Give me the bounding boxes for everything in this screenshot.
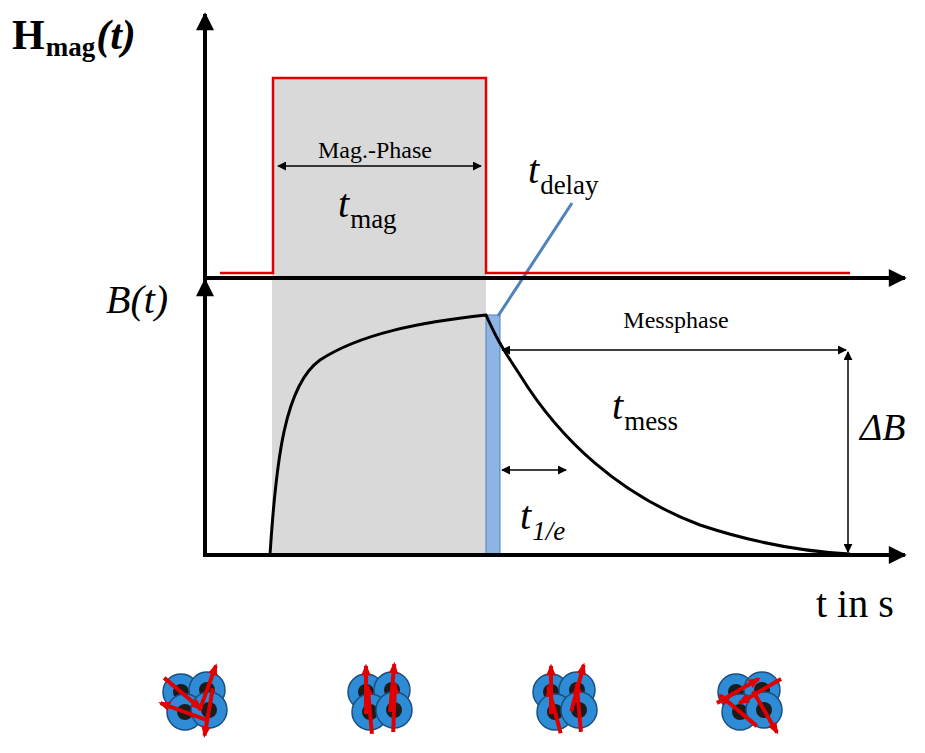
t1e-dimension (502, 469, 566, 471)
b-axis-horizontal (203, 553, 905, 557)
tmag-dimension (278, 165, 481, 167)
field-pulse (220, 78, 850, 273)
axis-label: (t) (96, 14, 136, 56)
axis-label: t (338, 184, 349, 224)
axis-label: delay (540, 172, 598, 199)
axis-label: mag (46, 34, 96, 61)
axis-label: mag (350, 206, 397, 233)
tmess-dimension (502, 349, 846, 351)
axis-label: 1/e (532, 518, 565, 545)
b-axis-vertical (203, 280, 207, 555)
delta-b-dimension (847, 352, 849, 552)
axis-label: H (12, 14, 45, 56)
axis-label: t (520, 496, 531, 536)
axis-label: ΔB (860, 408, 906, 446)
axis-label: B(t) (106, 280, 168, 320)
h-axis-vertical (203, 14, 207, 278)
axis-label: Mag.-Phase (318, 138, 432, 162)
delay-bar (486, 315, 500, 555)
axis-label: t (612, 386, 623, 426)
axis-label: t in s (816, 584, 894, 624)
axis-label: mess (624, 408, 678, 435)
axis-label: Messphase (623, 308, 728, 332)
b-curve (270, 315, 850, 555)
mag-phase-band (272, 78, 486, 555)
axis-label: t (528, 150, 539, 190)
particle-icons (161, 664, 782, 736)
delay-leader (498, 203, 572, 316)
h-axis-horizontal (203, 276, 905, 280)
